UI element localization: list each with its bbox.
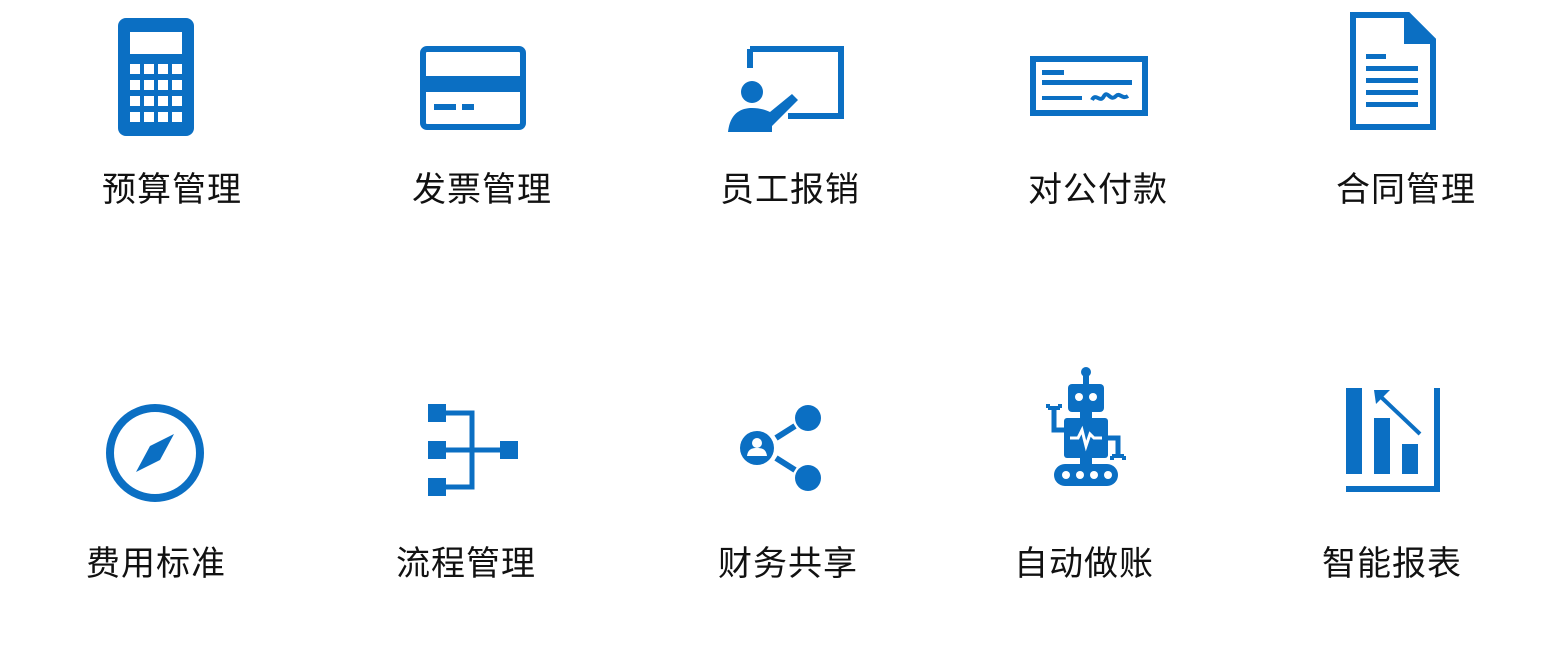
calculator-icon — [118, 18, 194, 136]
tile-label: 财务共享 — [718, 544, 858, 584]
compass-icon — [104, 402, 206, 504]
tile-label: 员工报销 — [720, 170, 860, 210]
tile-expense-standard[interactable]: 费用标准 — [36, 388, 276, 648]
share-icon — [740, 404, 824, 492]
tile-label: 流程管理 — [396, 544, 536, 584]
tile-label: 智能报表 — [1322, 544, 1462, 584]
tile-label: 合同管理 — [1336, 170, 1476, 210]
tile-contract-management[interactable]: 合同管理 — [1286, 10, 1526, 270]
tile-label: 自动做账 — [1014, 544, 1154, 584]
tile-auto-bookkeeping[interactable]: 自动做账 — [964, 362, 1204, 622]
tile-finance-sharing[interactable]: 财务共享 — [668, 388, 908, 648]
flow-icon — [428, 404, 520, 496]
tile-invoice-management[interactable]: 发票管理 — [362, 10, 602, 270]
check-icon — [1030, 56, 1148, 116]
tile-budget-management[interactable]: 预算管理 — [52, 10, 292, 270]
tile-label: 对公付款 — [1028, 170, 1168, 210]
presentation-icon — [726, 46, 844, 134]
document-icon — [1350, 12, 1436, 130]
tile-employee-reimbursement[interactable]: 员工报销 — [670, 10, 910, 270]
report-icon — [1346, 388, 1440, 492]
robot-icon — [1040, 366, 1134, 488]
tile-label: 预算管理 — [102, 170, 242, 210]
tile-process-management[interactable]: 流程管理 — [346, 388, 586, 648]
card-icon — [420, 46, 526, 130]
tile-corporate-payment[interactable]: 对公付款 — [978, 10, 1218, 270]
tile-label: 发票管理 — [412, 170, 552, 210]
tile-label: 费用标准 — [86, 544, 226, 584]
tile-smart-report[interactable]: 智能报表 — [1272, 388, 1512, 648]
